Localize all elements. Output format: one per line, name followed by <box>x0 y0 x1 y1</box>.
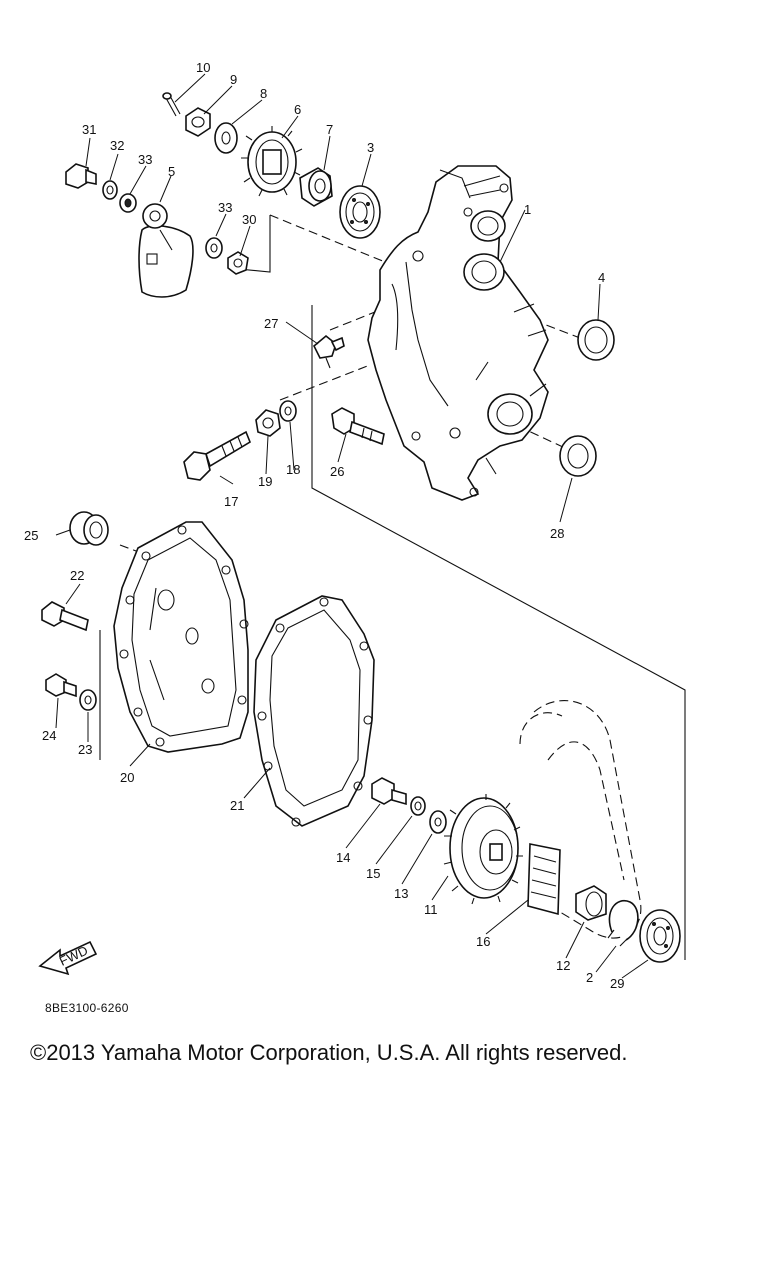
gasket-21 <box>253 595 375 827</box>
callout-16: 16 <box>476 934 490 949</box>
fwd-arrow-icon: FWD <box>38 940 98 976</box>
oil-seal-4 <box>577 319 615 361</box>
callout-32: 32 <box>110 138 124 153</box>
spacer-12 <box>575 885 607 921</box>
callout-31: 31 <box>82 122 96 137</box>
callout-8: 8 <box>260 86 267 101</box>
sprocket-6 <box>241 126 303 197</box>
callout-1: 1 <box>524 202 531 217</box>
bolt-31 <box>65 163 97 189</box>
washer-32 <box>102 180 118 200</box>
callout-29: 29 <box>610 976 624 991</box>
callout-20: 20 <box>120 770 134 785</box>
callout-12: 12 <box>556 958 570 973</box>
callout-3: 3 <box>367 140 374 155</box>
callout-6: 6 <box>294 102 301 117</box>
lock-washer-33b <box>205 237 223 259</box>
washer-23 <box>79 689 97 711</box>
callout-11: 11 <box>424 902 438 917</box>
washer-13 <box>429 810 447 834</box>
callout-4: 4 <box>598 270 605 285</box>
exploded-parts-diagram: FWD 10 9 8 6 7 3 1 4 31 32 33 5 33 30 27… <box>24 60 686 991</box>
callout-10: 10 <box>196 60 210 75</box>
callout-15: 15 <box>366 866 380 881</box>
drive-chain-16 <box>519 700 642 939</box>
callout-21: 21 <box>230 798 244 813</box>
castle-nut-9 <box>185 107 211 137</box>
callout-25: 25 <box>24 528 38 543</box>
sprocket-11 <box>443 794 523 905</box>
callout-9: 9 <box>230 72 237 87</box>
chain-tensioner-5 <box>138 203 194 298</box>
bolt-26 <box>331 407 385 446</box>
washer-15 <box>410 796 426 816</box>
callout-18: 18 <box>286 462 300 477</box>
bolt-14 <box>371 777 407 806</box>
callout-17: 17 <box>224 494 238 509</box>
circlip-2 <box>607 899 639 947</box>
callout-2: 2 <box>586 970 593 985</box>
callout-27: 27 <box>264 316 278 331</box>
nut-30 <box>227 251 249 275</box>
callout-19: 19 <box>258 474 272 489</box>
case-cover-20 <box>113 521 249 753</box>
callout-28: 28 <box>550 526 564 541</box>
drive-case-1 <box>367 165 549 501</box>
cotter-pin-10 <box>162 92 181 117</box>
callout-33-mid: 33 <box>218 200 232 215</box>
nut-19 <box>255 409 281 437</box>
callout-7: 7 <box>326 122 333 137</box>
washer-8 <box>214 122 238 154</box>
bearing-29 <box>639 909 681 963</box>
copyright-notice: ©2013 Yamaha Motor Corporation, U.S.A. A… <box>30 1040 628 1065</box>
grease-nipple-27 <box>313 334 345 369</box>
oil-seal-28 <box>559 435 597 477</box>
oil-seal-25 <box>69 511 109 546</box>
callout-22: 22 <box>70 568 84 583</box>
bolt-17 <box>183 430 251 481</box>
callout-33-top: 33 <box>138 152 152 167</box>
bearing-3 <box>339 185 381 239</box>
diagram-code: 8BE3100-6260 <box>45 1001 129 1015</box>
lock-washer-33 <box>119 193 137 213</box>
callout-23: 23 <box>78 742 92 757</box>
washer-18 <box>279 400 297 422</box>
spacer-7 <box>299 167 333 207</box>
callout-24: 24 <box>42 728 56 743</box>
callout-13: 13 <box>394 886 408 901</box>
callout-26: 26 <box>330 464 344 479</box>
bolt-22 <box>41 601 89 632</box>
callout-14: 14 <box>336 850 350 865</box>
bolt-24 <box>45 673 77 698</box>
callout-5: 5 <box>168 164 175 179</box>
leader-lines <box>55 73 649 979</box>
callout-30: 30 <box>242 212 256 227</box>
